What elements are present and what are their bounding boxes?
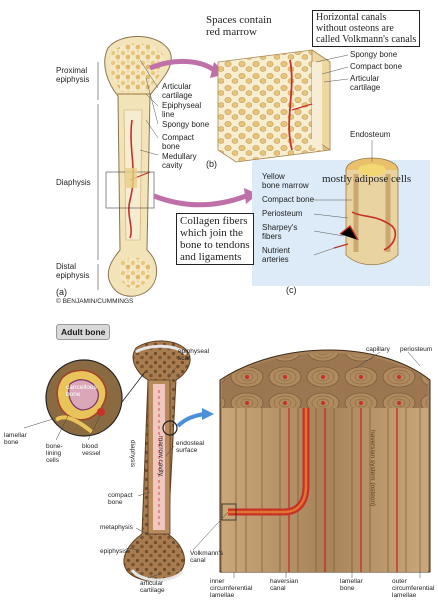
label-inner-lamellae: inner circumferential lamellae <box>210 578 253 599</box>
adult-bone-title: Adult bone <box>56 324 111 340</box>
panel-b-spongy-block <box>217 49 331 163</box>
label-compact-bone-a: Compact bone <box>162 133 195 151</box>
label-periosteum-c: Periosteum <box>262 209 303 218</box>
cancellous-zoom-circle <box>45 359 178 437</box>
label-endosteal-surface: endosteal surface <box>176 440 205 454</box>
annotation-collagen: Collagen fibers which join the bone to t… <box>176 213 254 265</box>
label-epiphysis: epiphysis <box>100 548 128 555</box>
label-lamellar-bone-right: lamellar bone <box>340 578 363 592</box>
label-capillary: capillary <box>366 346 390 353</box>
label-compact-bone-c: Compact bone <box>262 195 315 204</box>
annotation-volkmann: Horizontal canals without osteons are ca… <box>312 10 421 47</box>
label-metaphysis: metaphysis <box>100 524 133 531</box>
cortical-bone-block <box>219 349 431 573</box>
label-blood-vessel: blood vessel <box>82 443 101 457</box>
label-compact-bone-bottom: compact bone <box>108 492 133 506</box>
copyright: © BENJAMIN/CUMMINGS <box>56 298 134 305</box>
panel-c-shaft-section <box>333 157 399 266</box>
label-compact-bone-b: Compact bone <box>350 62 403 71</box>
label-panel-c: (c) <box>286 285 297 295</box>
label-panel-b: (b) <box>206 159 217 169</box>
label-outer-lamellae: outer circumferential lamellae <box>392 578 435 599</box>
label-spongy-bone-a: Spongy bone <box>162 120 210 129</box>
panel-c-background <box>252 160 430 286</box>
label-distal-epiphysis: Distal epiphysis <box>56 262 90 280</box>
label-nutrient-arteries: Nutrient arteries <box>262 246 291 264</box>
label-yellow-marrow: Yellow bone marrow <box>262 172 309 190</box>
label-proximal-epiphysis: Proximal epiphysis <box>56 66 90 84</box>
label-articular-cartilage-bottom: articular cartilage <box>140 580 165 594</box>
adult-bone-diagram <box>123 340 191 582</box>
label-periosteum-bottom: periosteum <box>400 346 433 353</box>
label-spongy-bone-b: Spongy bone <box>350 50 398 59</box>
label-endosteum: Endosteum <box>350 130 391 139</box>
label-sharpeys-fibers: Sharpey's fibers <box>262 223 298 241</box>
label-haversian-system: haversian system (osteon) <box>369 430 376 507</box>
label-cancellous-bone: cancellous bone <box>66 384 97 398</box>
label-marrow-cavity: marrow cavity <box>157 436 164 477</box>
annotation-red-marrow: Spaces contain red marrow <box>206 14 272 38</box>
label-bone-lining-cells: bone- lining cells <box>46 443 63 464</box>
label-panel-a: (a) <box>56 287 67 297</box>
label-haversian-canal: haversian canal <box>270 578 299 592</box>
label-lamellar-bone-left: lamellar bone <box>4 432 27 446</box>
label-diaphysis: Diaphysis <box>56 178 91 187</box>
label-volkmanns-canal: Volkmann's canal <box>190 550 224 564</box>
label-epiphyseal-line: Epiphyseal line <box>162 101 202 119</box>
label-articular-cartilage-b: Articular cartilage <box>350 74 381 92</box>
label-epiphyseal-scar: epiphyseal scar <box>178 348 210 362</box>
label-diaphysis-vertical: diaphysis <box>129 440 136 468</box>
label-medullary-cavity: Medullary cavity <box>162 152 197 170</box>
annotation-adipose: mostly adipose cells <box>322 173 412 185</box>
label-articular-cartilage: Articular cartilage <box>162 82 193 100</box>
